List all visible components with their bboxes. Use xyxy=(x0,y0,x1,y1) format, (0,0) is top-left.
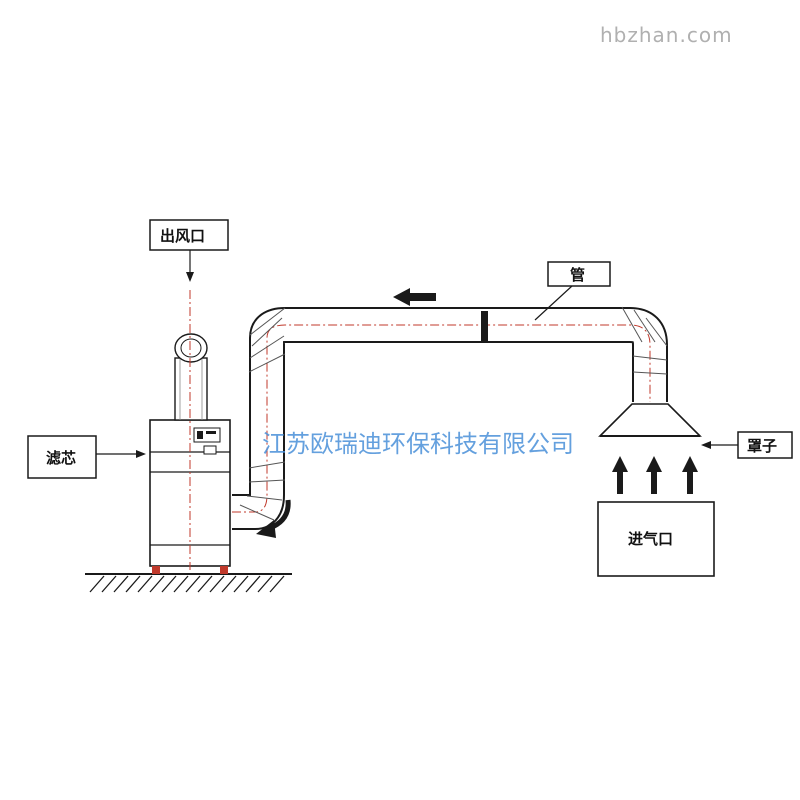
flow-arrow-elbow xyxy=(256,499,291,538)
outlet-label-box xyxy=(149,219,229,251)
caster-left xyxy=(152,566,160,574)
pipe-joint xyxy=(481,311,488,341)
inlet-label-box xyxy=(597,501,715,577)
inlet-airflow-arrows xyxy=(612,456,698,494)
pipe-label-box xyxy=(547,261,611,287)
hood xyxy=(598,403,702,437)
filter-label-box xyxy=(27,435,97,479)
caster-right xyxy=(220,566,228,574)
company-watermark: 江苏欧瑞迪环保科技有限公司 xyxy=(262,430,574,458)
pipe-label: 管 xyxy=(570,266,585,284)
hood-label: 罩子 xyxy=(747,437,777,455)
site-watermark: hbzhan.com xyxy=(600,23,733,47)
outlet-label: 出风口 xyxy=(160,227,205,245)
filter-label: 滤芯 xyxy=(46,449,76,467)
inlet-label: 进气口 xyxy=(628,530,673,548)
duct-pipe xyxy=(232,307,668,530)
pipe-leader xyxy=(534,285,573,321)
flow-arrow-pipe xyxy=(393,288,436,306)
elbow-corrugations xyxy=(239,306,668,521)
ground xyxy=(85,573,292,593)
